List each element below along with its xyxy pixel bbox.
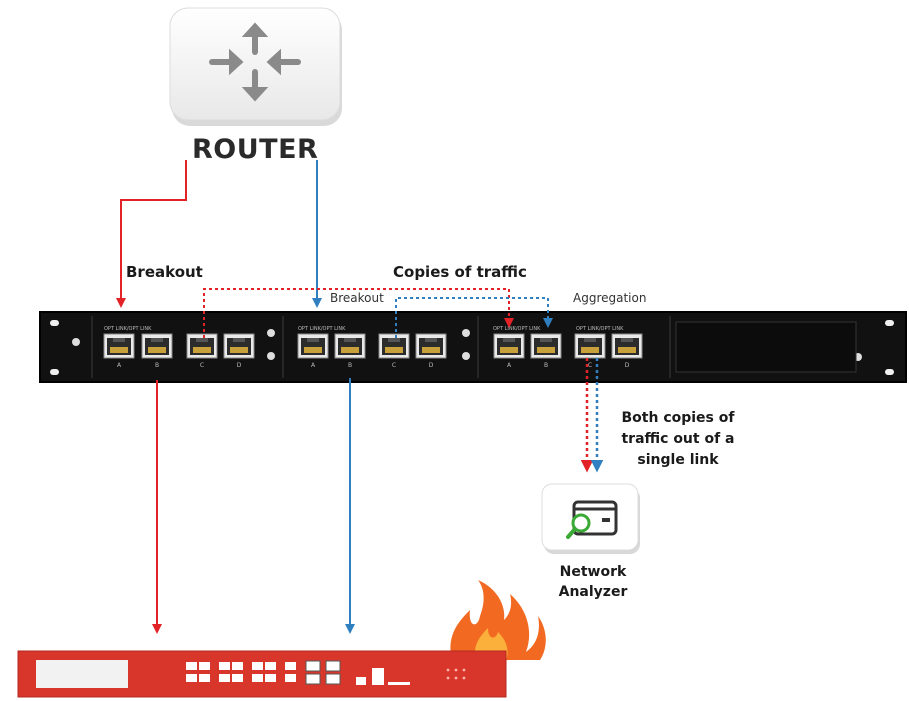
port-letter: A — [311, 362, 316, 369]
port-letter: B — [544, 362, 548, 369]
copies-of-traffic-label: Copies of traffic — [393, 263, 527, 281]
port-letter: D — [429, 362, 434, 369]
network-analyzer-label: Network Analyzer — [558, 564, 628, 600]
svg-text:OPT LINK/OPT LINK: OPT LINK/OPT LINK — [298, 326, 346, 332]
port-letter: D — [237, 362, 242, 369]
network-tap-device: OPT LINK/OPT LINK OPT LINK/OPT LINK OPT … — [39, 311, 907, 383]
port-letter: C — [200, 362, 204, 369]
network-analyzer-icon — [541, 483, 640, 554]
port-letter: A — [117, 362, 122, 369]
router-label: ROUTER — [192, 134, 319, 165]
copy-blue-dotted-link — [395, 297, 553, 338]
both-copies-label: Both copies of traffic out of a single l… — [621, 410, 735, 468]
svg-text:OPT LINK/OPT LINK: OPT LINK/OPT LINK — [104, 326, 152, 332]
router-to-tap-red-link — [116, 160, 187, 308]
router-arrows-icon — [209, 22, 301, 102]
svg-text:OPT LINK/OPT LINK: OPT LINK/OPT LINK — [493, 326, 541, 332]
port-letter: C — [392, 362, 396, 369]
port-letter: A — [507, 362, 512, 369]
flame-icon — [450, 580, 546, 660]
port-letter: B — [348, 362, 352, 369]
copy-red-dotted-link — [203, 288, 514, 338]
tap-breakout-module-label: Breakout — [330, 291, 384, 305]
router-icon — [169, 7, 342, 126]
svg-text:OPT LINK/OPT LINK: OPT LINK/OPT LINK — [576, 326, 624, 332]
tap-aggregation-module-label: Aggregation — [573, 291, 647, 305]
breakout-label: Breakout — [126, 263, 203, 281]
port-letter: B — [155, 362, 159, 369]
port-letter: D — [625, 362, 630, 369]
firewall-appliance — [17, 650, 507, 698]
port-letter: C — [588, 362, 592, 369]
